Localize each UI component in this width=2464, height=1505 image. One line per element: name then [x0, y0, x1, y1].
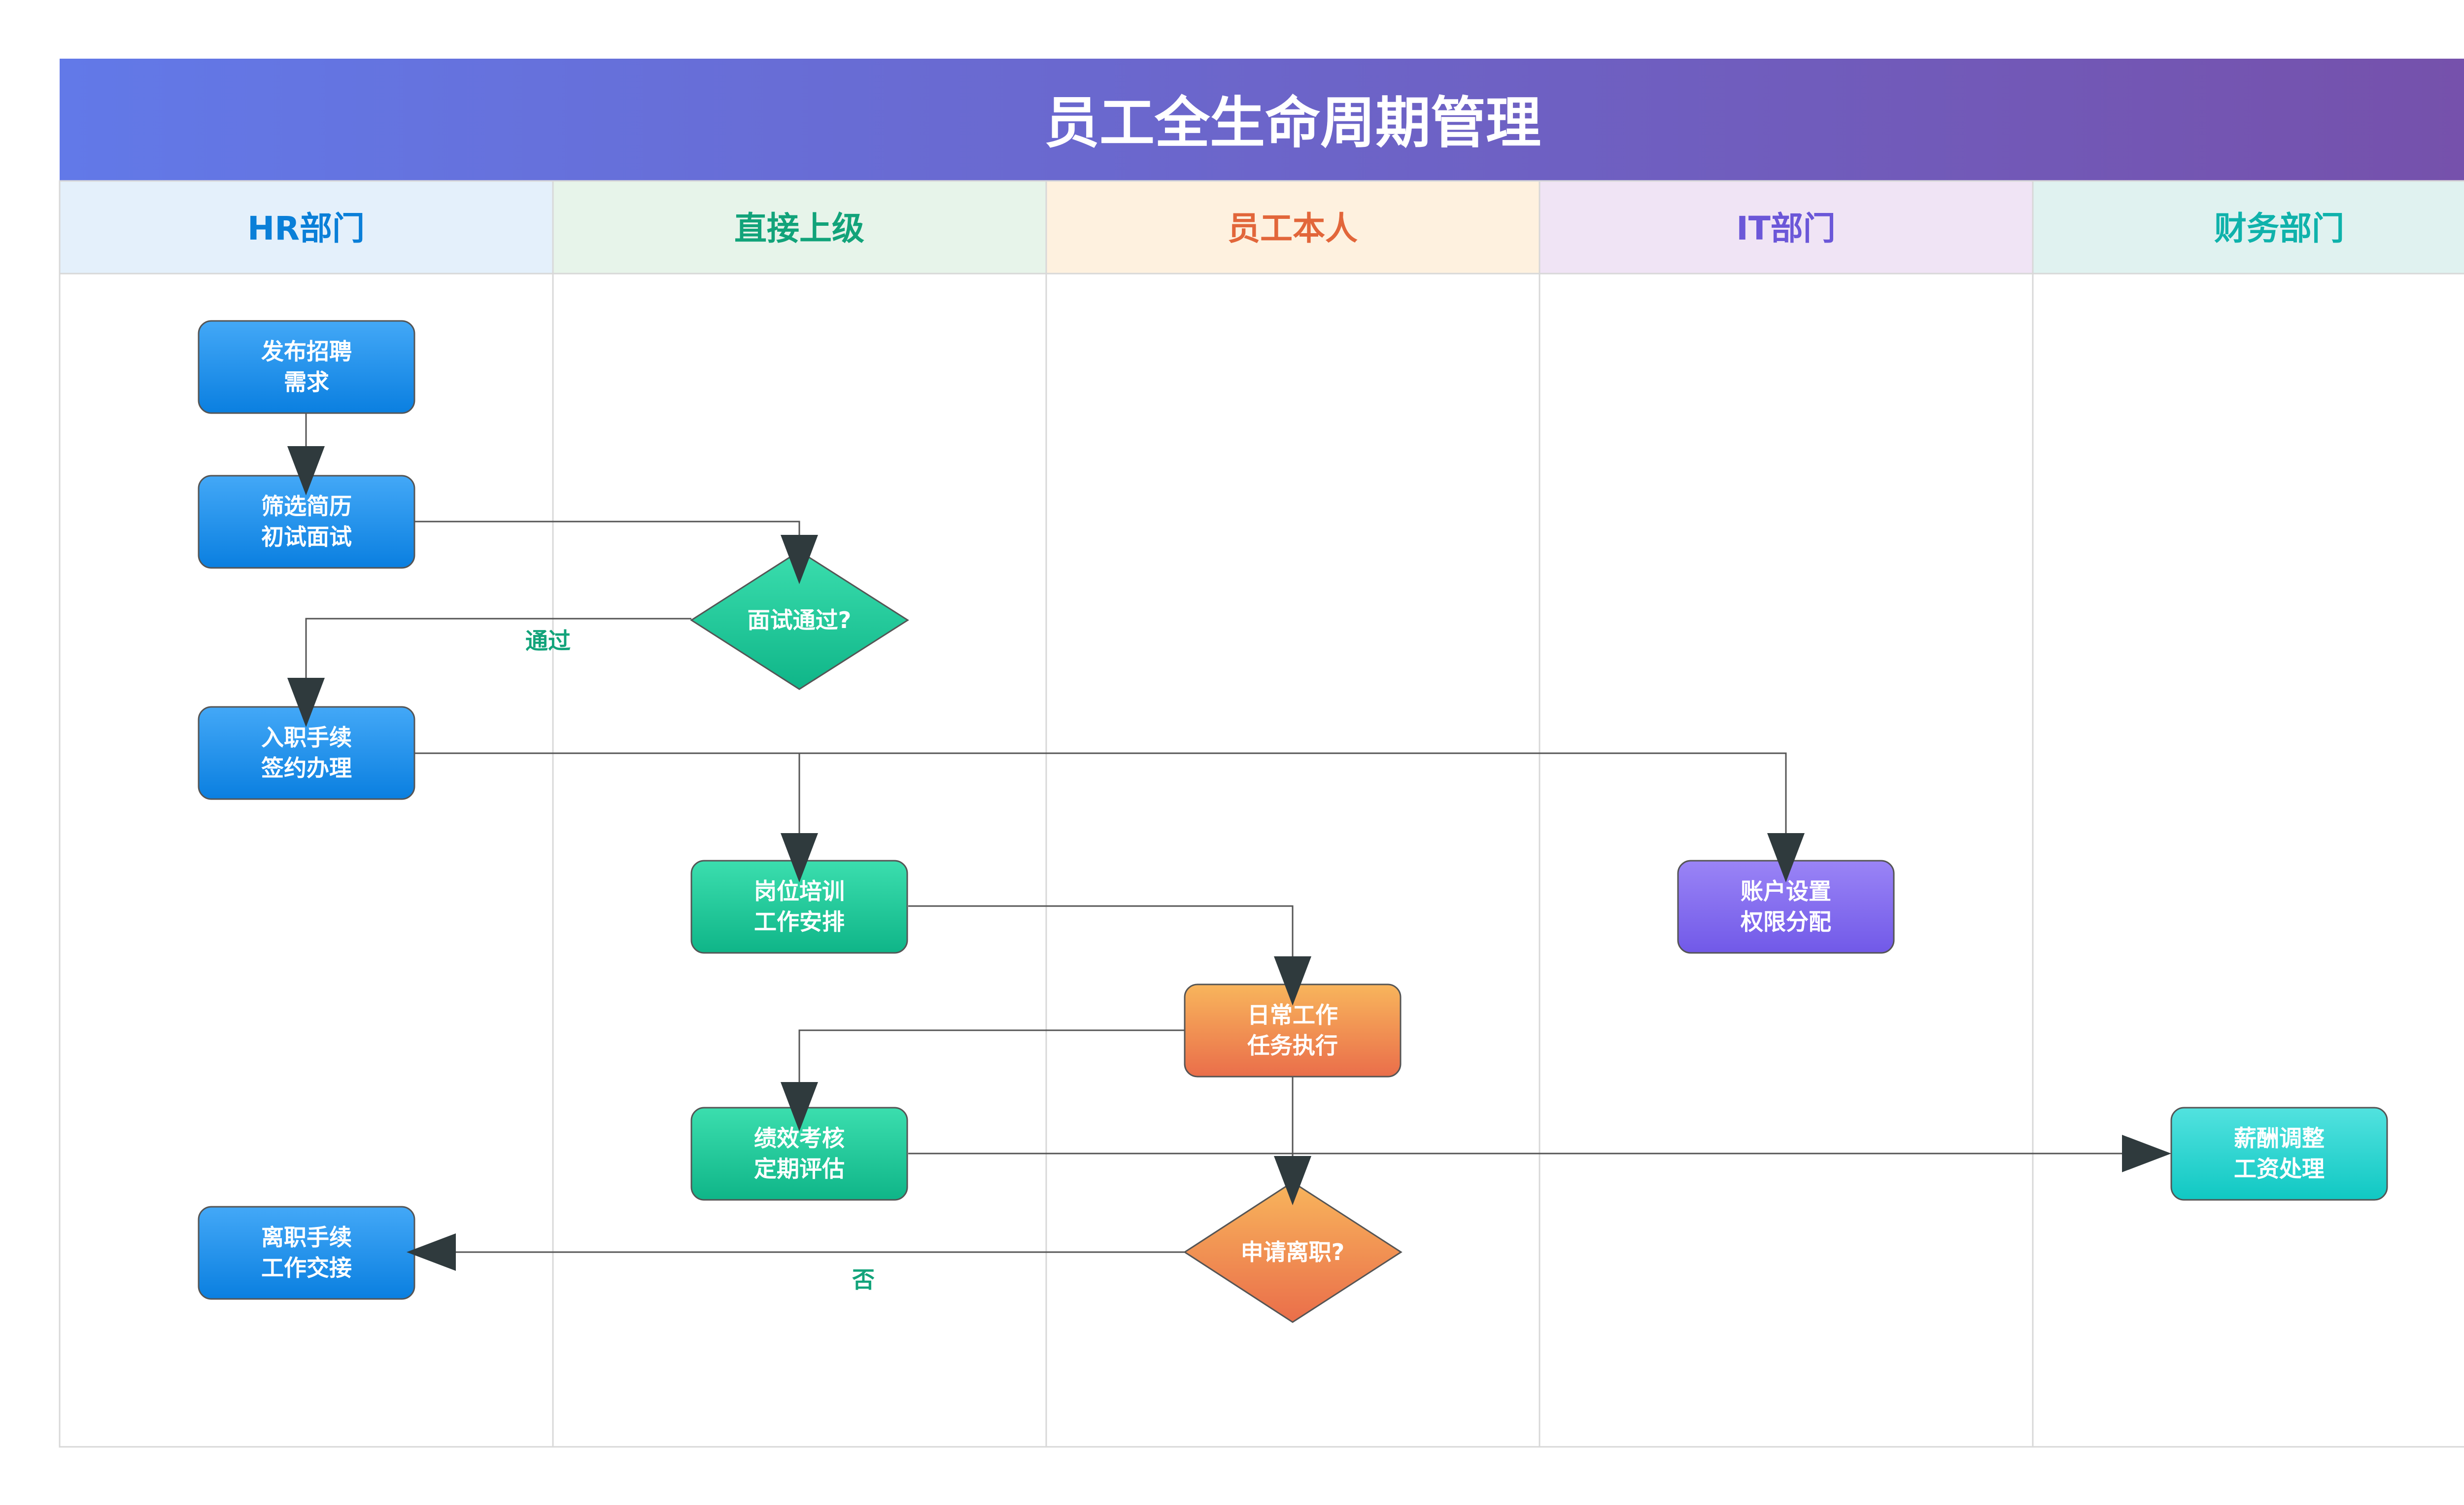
node-exit-procedures: [198, 1206, 415, 1300]
node-label-leave: 申请离职?: [1241, 1239, 1345, 1265]
edge-onboard-training: [415, 752, 800, 858]
edge-training-daily: [908, 905, 1294, 981]
node-label-onboard: 入职手续签约办理: [261, 724, 352, 781]
node-label-line: 工作安排: [754, 909, 845, 935]
arrowhead-down: [1274, 956, 1311, 1006]
node-label-line: 申请离职?: [1241, 1239, 1345, 1265]
node-label-line: 离职手续: [261, 1224, 352, 1251]
arrowhead-down: [1274, 1156, 1311, 1205]
arrowhead-down: [781, 1082, 818, 1131]
arrowhead-down: [1767, 833, 1805, 882]
node-interview-pass-decision: [690, 550, 909, 690]
lane-label-finance: 财务部门: [2214, 210, 2344, 247]
lane-label-it: IT部门: [1736, 210, 1836, 247]
arrowhead-down: [781, 833, 818, 882]
node-label-training: 岗位培训工作安排: [754, 878, 845, 935]
node-label-salary: 薪酬调整工资处理: [2234, 1125, 2325, 1182]
node-label-publish: 发布招聘需求: [261, 338, 352, 395]
node-label-pass: 面试通过?: [748, 607, 852, 633]
lane-header-employee: [1046, 181, 1540, 274]
node-label-screen: 筛选简历初试面试: [261, 493, 352, 550]
node-label-exit: 离职手续工作交接: [261, 1224, 352, 1281]
node-label-line: 账户设置: [1741, 878, 1831, 905]
node-label-line: 工资处理: [2234, 1155, 2325, 1182]
node-resignation-decision: [1183, 1181, 1403, 1323]
node-publish-recruitment: [198, 320, 415, 414]
edge-label-pass: 通过: [525, 628, 571, 654]
arrowhead-right: [2122, 1135, 2171, 1172]
node-label-line: 面试通过?: [748, 607, 852, 633]
node-label-line: 权限分配: [1740, 909, 1831, 935]
node-label-account: 账户设置权限分配: [1740, 878, 1831, 935]
node-label-line: 定期评估: [754, 1155, 845, 1182]
arrowhead-left: [407, 1233, 456, 1271]
lane-header-it: [1540, 181, 2033, 274]
lane-header-manager: [553, 181, 1046, 274]
arrowhead-down: [781, 535, 818, 584]
lane-grid: [59, 180, 2464, 1448]
node-label-line: 任务执行: [1247, 1032, 1338, 1059]
lane-header-hr: [60, 181, 553, 274]
node-label-daily: 日常工作任务执行: [1247, 1002, 1338, 1059]
node-label-line: 发布招聘: [261, 338, 352, 365]
node-label-line: 绩效考核: [754, 1125, 845, 1152]
title-bar: [60, 59, 2464, 181]
node-label-perf: 绩效考核定期评估: [754, 1125, 845, 1182]
lane-label-hr: HR部门: [247, 210, 365, 247]
node-salary-adjustment: [2170, 1107, 2388, 1201]
node-label-line: 签约办理: [261, 755, 352, 781]
node-label-line: 需求: [284, 369, 329, 395]
lane-label-employee: 员工本人: [1228, 210, 1358, 247]
node-label-line: 日常工作: [1247, 1002, 1338, 1028]
edge-label-no: 否: [852, 1266, 875, 1293]
arrowhead-down: [287, 446, 325, 495]
node-label-line: 初试面试: [261, 524, 352, 550]
edge-pass-onboard: [305, 618, 691, 704]
node-label-line: 岗位培训: [754, 878, 845, 905]
node-label-line: 工作交接: [261, 1255, 352, 1281]
node-label-line: 筛选简历: [261, 493, 352, 520]
connectors: [305, 413, 2168, 1253]
diagram-title: 员工全生命周期管理: [1044, 91, 1541, 155]
lane-label-manager: 直接上级: [734, 210, 864, 247]
arrowhead-down: [287, 678, 325, 727]
edge-onboard-account: [799, 752, 1787, 858]
arrowheads: [287, 446, 2171, 1271]
edge-daily-perf: [798, 1029, 1184, 1104]
node-label-line: 入职手续: [261, 724, 352, 751]
lane-header-finance: [2033, 181, 2464, 274]
node-label-line: 薪酬调整: [2234, 1125, 2325, 1152]
edge-screen-pass: [415, 521, 800, 579]
